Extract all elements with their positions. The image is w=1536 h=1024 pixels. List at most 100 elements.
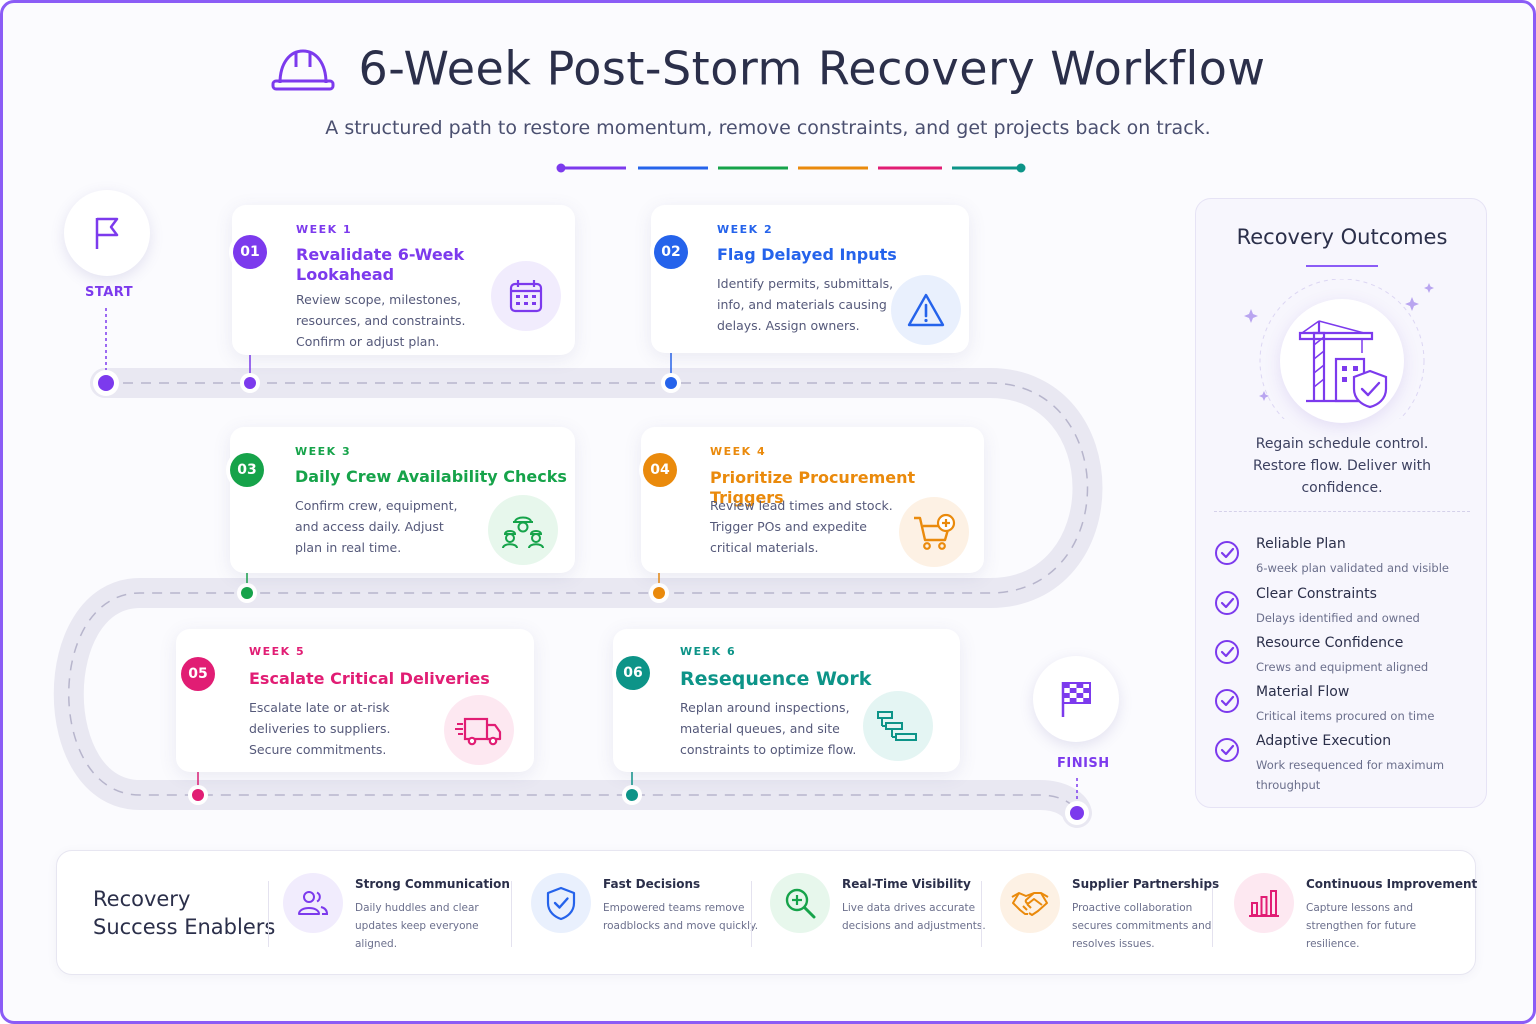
step-desc-line: Review scope, milestones, xyxy=(296,292,462,307)
step-desc: Identify permits, submittals, info, and … xyxy=(717,273,893,336)
step-number-04: 04 xyxy=(643,453,677,487)
success-enablers-panel: Recovery Success Enablers Strong Communi… xyxy=(56,850,1477,975)
outcomes-divider xyxy=(1214,511,1470,512)
outcome-sub: Critical items procured on time xyxy=(1256,709,1435,723)
enabler-item: Continuous Improvement Capture lessons a… xyxy=(1234,871,1477,961)
crane-shield-icon xyxy=(1280,299,1404,423)
step-desc: Confirm crew, equipment, and access dail… xyxy=(295,495,457,558)
check-circle-icon xyxy=(1215,738,1239,762)
step-number-05: 05 xyxy=(181,657,215,691)
step-number-06: 06 xyxy=(616,656,650,690)
cart-icon xyxy=(899,497,969,567)
step-week: WEEK 4 xyxy=(710,445,767,458)
step-desc-line: critical materials. xyxy=(710,540,819,555)
enablers-title-line: Success Enablers xyxy=(93,915,276,939)
enabler-desc: Proactive collaboration secures commitme… xyxy=(1072,902,1212,950)
enabler-separator xyxy=(751,881,752,947)
calendar-icon xyxy=(491,261,561,331)
step-week: WEEK 1 xyxy=(296,223,353,236)
step-title: Daily Crew Availability Checks xyxy=(295,467,567,487)
finish-badge xyxy=(1033,656,1119,742)
truck-icon xyxy=(444,695,514,765)
step-number-01: 01 xyxy=(233,235,267,269)
step-card-01: WEEK 1 Revalidate 6-Week Lookahead Revie… xyxy=(232,205,575,355)
step-desc-line: plan in real time. xyxy=(295,540,402,555)
step-desc: Review lead times and stock. Trigger POs… xyxy=(710,495,893,558)
outcome-label: Adaptive Execution xyxy=(1256,733,1392,749)
sparkle-decoration xyxy=(1244,279,1434,419)
enabler-label: Strong Communication xyxy=(355,877,510,891)
step-desc: Escalate late or at-risk deliveries to s… xyxy=(249,697,391,760)
step-title: Escalate Critical Deliveries xyxy=(249,669,490,689)
step-week: WEEK 3 xyxy=(295,445,352,458)
shield-check-icon xyxy=(531,873,591,933)
enabler-item: Real-Time Visibility Live data drives ac… xyxy=(770,871,1010,961)
check-circle-icon xyxy=(1215,591,1239,615)
warning-icon xyxy=(891,275,961,345)
title-text: 6-Week Post-Storm Recovery Workflow xyxy=(358,41,1266,96)
step-title-line: Flag Delayed Inputs xyxy=(717,245,897,264)
step-desc-line: Escalate late or at-risk xyxy=(249,700,390,715)
step-desc-line: Confirm crew, equipment, xyxy=(295,498,458,513)
enabler-label: Fast Decisions xyxy=(603,877,701,891)
step-title: Prioritize Procurement Triggers xyxy=(710,468,984,508)
step-desc-line: material queues, and site xyxy=(680,721,840,736)
enabler-separator xyxy=(981,881,982,947)
enabler-desc: Live data drives accurate decisions and … xyxy=(842,902,986,932)
outcomes-summary: Regain schedule control. Restore flow. D… xyxy=(1226,433,1458,499)
step-desc-line: Secure commitments. xyxy=(249,742,387,757)
step-desc-line: Identify permits, submittals, xyxy=(717,276,894,291)
outcomes-underline xyxy=(1306,265,1378,267)
check-circle-icon xyxy=(1215,541,1239,565)
step-title-line: Lookahead xyxy=(296,265,395,284)
step-desc: Replan around inspections, material queu… xyxy=(680,697,856,760)
step-title: Flag Delayed Inputs xyxy=(717,245,897,265)
step-card-03: WEEK 3 Daily Crew Availability Checks Co… xyxy=(230,427,575,573)
enabler-desc: Capture lessons and strengthen for futur… xyxy=(1306,902,1417,950)
step-card-04: WEEK 4 Prioritize Procurement Triggers R… xyxy=(641,427,984,573)
outcomes-title: Recovery Outcomes xyxy=(1236,225,1448,249)
outcome-sub: Crews and equipment aligned xyxy=(1256,660,1429,674)
enabler-desc: Daily huddles and clear updates keep eve… xyxy=(355,902,479,950)
crew-icon xyxy=(488,495,558,565)
enabler-separator xyxy=(268,881,269,947)
step-card-05: WEEK 5 Escalate Critical Deliveries Esca… xyxy=(176,629,534,772)
color-divider xyxy=(556,163,1026,173)
subtitle: A structured path to restore momentum, r… xyxy=(325,117,1211,139)
bar-chart-icon xyxy=(1234,873,1294,933)
enabler-item: Supplier Partnerships Proactive collabor… xyxy=(1000,871,1230,961)
step-number-03: 03 xyxy=(230,453,264,487)
step-title-line: Resequence Work xyxy=(680,668,872,690)
enabler-desc: Empowered teams remove roadblocks and mo… xyxy=(603,902,759,932)
step-desc-line: Replan around inspections, xyxy=(680,700,850,715)
step-title: Resequence Work xyxy=(680,669,871,689)
step-card-06: WEEK 6 Resequence Work Replan around ins… xyxy=(613,629,960,772)
enabler-item: Strong Communication Daily huddles and c… xyxy=(283,871,513,961)
enabler-label: Continuous Improvement xyxy=(1306,877,1478,891)
start-label: START xyxy=(85,285,134,300)
step-desc-line: Trigger POs and expedite xyxy=(710,519,867,534)
summary-line: Regain schedule control. xyxy=(1255,436,1429,452)
step-desc: Review scope, milestones, resources, and… xyxy=(296,289,465,352)
finish-label: FINISH xyxy=(1057,756,1110,771)
step-week: WEEK 6 xyxy=(680,645,737,658)
outcome-sub: 6-week plan validated and visible xyxy=(1256,561,1450,575)
step-week: WEEK 2 xyxy=(717,223,774,236)
step-desc-line: delays. Assign owners. xyxy=(717,318,860,333)
outcome-sub: Work resequenced for maximum throughput xyxy=(1256,758,1445,792)
enabler-separator xyxy=(511,881,512,947)
recovery-outcomes-panel: Recovery Outcomes Regain schedu xyxy=(1195,198,1487,808)
enabler-separator xyxy=(1212,881,1213,947)
start-badge xyxy=(64,190,150,276)
step-desc-line: Confirm or adjust plan. xyxy=(296,334,440,349)
outcome-label: Material Flow xyxy=(1256,684,1350,700)
outcome-label: Reliable Plan xyxy=(1256,536,1346,552)
step-week: WEEK 5 xyxy=(249,645,306,658)
check-circle-icon xyxy=(1215,640,1239,664)
step-desc-line: info, and materials causing xyxy=(717,297,887,312)
step-title-line: Prioritize Procurement Triggers xyxy=(710,468,916,507)
step-desc-line: deliveries to suppliers. xyxy=(249,721,391,736)
step-title-line: Escalate Critical Deliveries xyxy=(249,669,490,688)
outcome-label: Resource Confidence xyxy=(1256,635,1404,651)
summary-line: confidence. xyxy=(1301,480,1383,496)
